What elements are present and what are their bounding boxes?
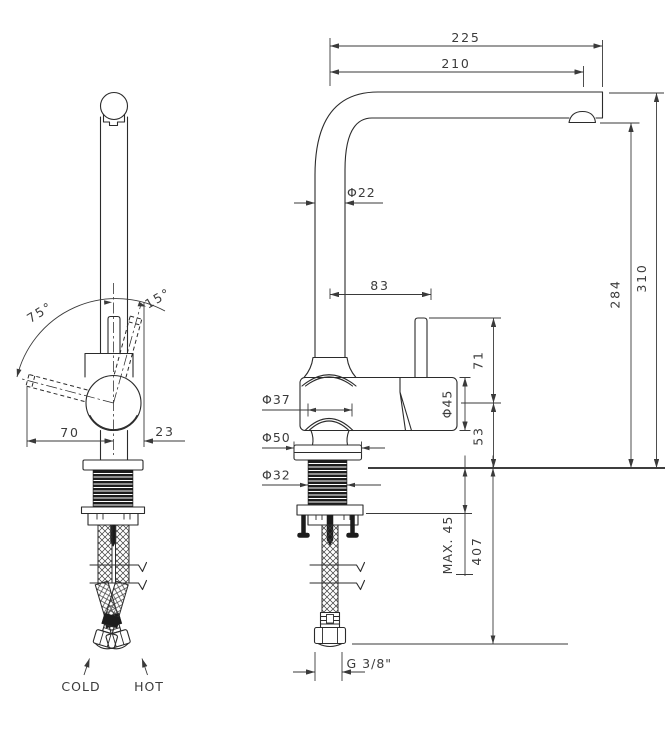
- svg-text:225: 225: [451, 30, 480, 45]
- hose-nut: [313, 626, 347, 645]
- swivel-arc-dimension: 75° 15°: [16, 285, 173, 378]
- aerator-side: [568, 110, 597, 124]
- dim-body-height: 53: [471, 403, 497, 468]
- threaded-shank-front: [92, 469, 134, 508]
- mounting-bracket-front: [87, 512, 139, 526]
- dim-spout-tube-diameter: Φ22: [294, 185, 383, 206]
- mixer-body: [299, 376, 458, 432]
- flange-front: [82, 459, 144, 471]
- handle-width-dimensions: 70 23: [26, 302, 185, 447]
- dim-spout-reach-total: 225: [329, 30, 603, 87]
- svg-text:210: 210: [441, 56, 470, 71]
- spout-front: [99, 91, 129, 461]
- svg-text:83: 83: [370, 278, 390, 293]
- svg-text:71: 71: [471, 350, 486, 370]
- hot-label: HOT: [134, 679, 164, 694]
- hot-hose: [92, 580, 129, 650]
- break-lines-front: [89, 561, 148, 591]
- dim-total-height: 310: [609, 92, 664, 468]
- svg-text:Φ37: Φ37: [262, 392, 291, 407]
- washer-front: [80, 506, 146, 515]
- dim-max-counter-thickness: MAX. 45: [366, 455, 473, 576]
- svg-text:407: 407: [469, 536, 484, 565]
- svg-text:310: 310: [634, 263, 649, 292]
- svg-text:MAX. 45: MAX. 45: [440, 516, 455, 575]
- svg-text:Φ50: Φ50: [262, 430, 291, 445]
- front-view: 75° 15° 70 23: [16, 91, 185, 694]
- centerlines: [21, 283, 141, 455]
- side-view: [293, 91, 665, 648]
- aerator-front: [102, 113, 126, 127]
- dim-handle-length: 70: [60, 425, 80, 440]
- handle-front: [21, 283, 143, 455]
- spout-side: [314, 91, 604, 359]
- svg-text:G 3/8": G 3/8": [347, 656, 393, 671]
- threaded-shank-side: [307, 459, 348, 506]
- body-side: [299, 317, 458, 446]
- clamp-bolt-left: [301, 514, 306, 534]
- handle-joint: [399, 376, 413, 432]
- svg-text:284: 284: [608, 279, 623, 308]
- cold-arrow: [83, 658, 90, 676]
- hot-arrow: [141, 658, 148, 676]
- handle-position-75: [25, 374, 88, 402]
- dim-handle-offset: 23: [155, 424, 175, 439]
- dim-spout-reach-aerator: 210: [330, 56, 584, 87]
- mounting-front: [80, 459, 146, 548]
- supply-hoses-front: COLD HOT: [61, 524, 164, 694]
- svg-text:Φ32: Φ32: [262, 468, 291, 483]
- clamp-bolt-right: [350, 514, 355, 534]
- dim-spout-height: 284: [600, 122, 640, 468]
- dim-shank-diameter: Φ32: [262, 468, 381, 488]
- dim-body-diameter: Φ45: [440, 377, 471, 431]
- svg-text:Φ45: Φ45: [440, 390, 455, 419]
- handle-position-15: [113, 315, 143, 378]
- dim-handle-distance: 83: [329, 278, 432, 300]
- supply-hose-side: [309, 524, 366, 648]
- dim-thread-size: G 3/8": [293, 652, 393, 681]
- svg-text:53: 53: [471, 426, 486, 446]
- cold-label: COLD: [61, 679, 100, 694]
- handle-lever-side: [414, 317, 428, 379]
- dim-swivel-angle-left: 75°: [24, 299, 55, 326]
- mounting-plate-side: [296, 504, 364, 516]
- dim-collar-diameter: Φ37: [262, 392, 353, 417]
- dim-flange-diameter: Φ50: [262, 430, 385, 455]
- dim-hose-drop: 407: [469, 455, 496, 644]
- svg-text:Φ22: Φ22: [347, 185, 376, 200]
